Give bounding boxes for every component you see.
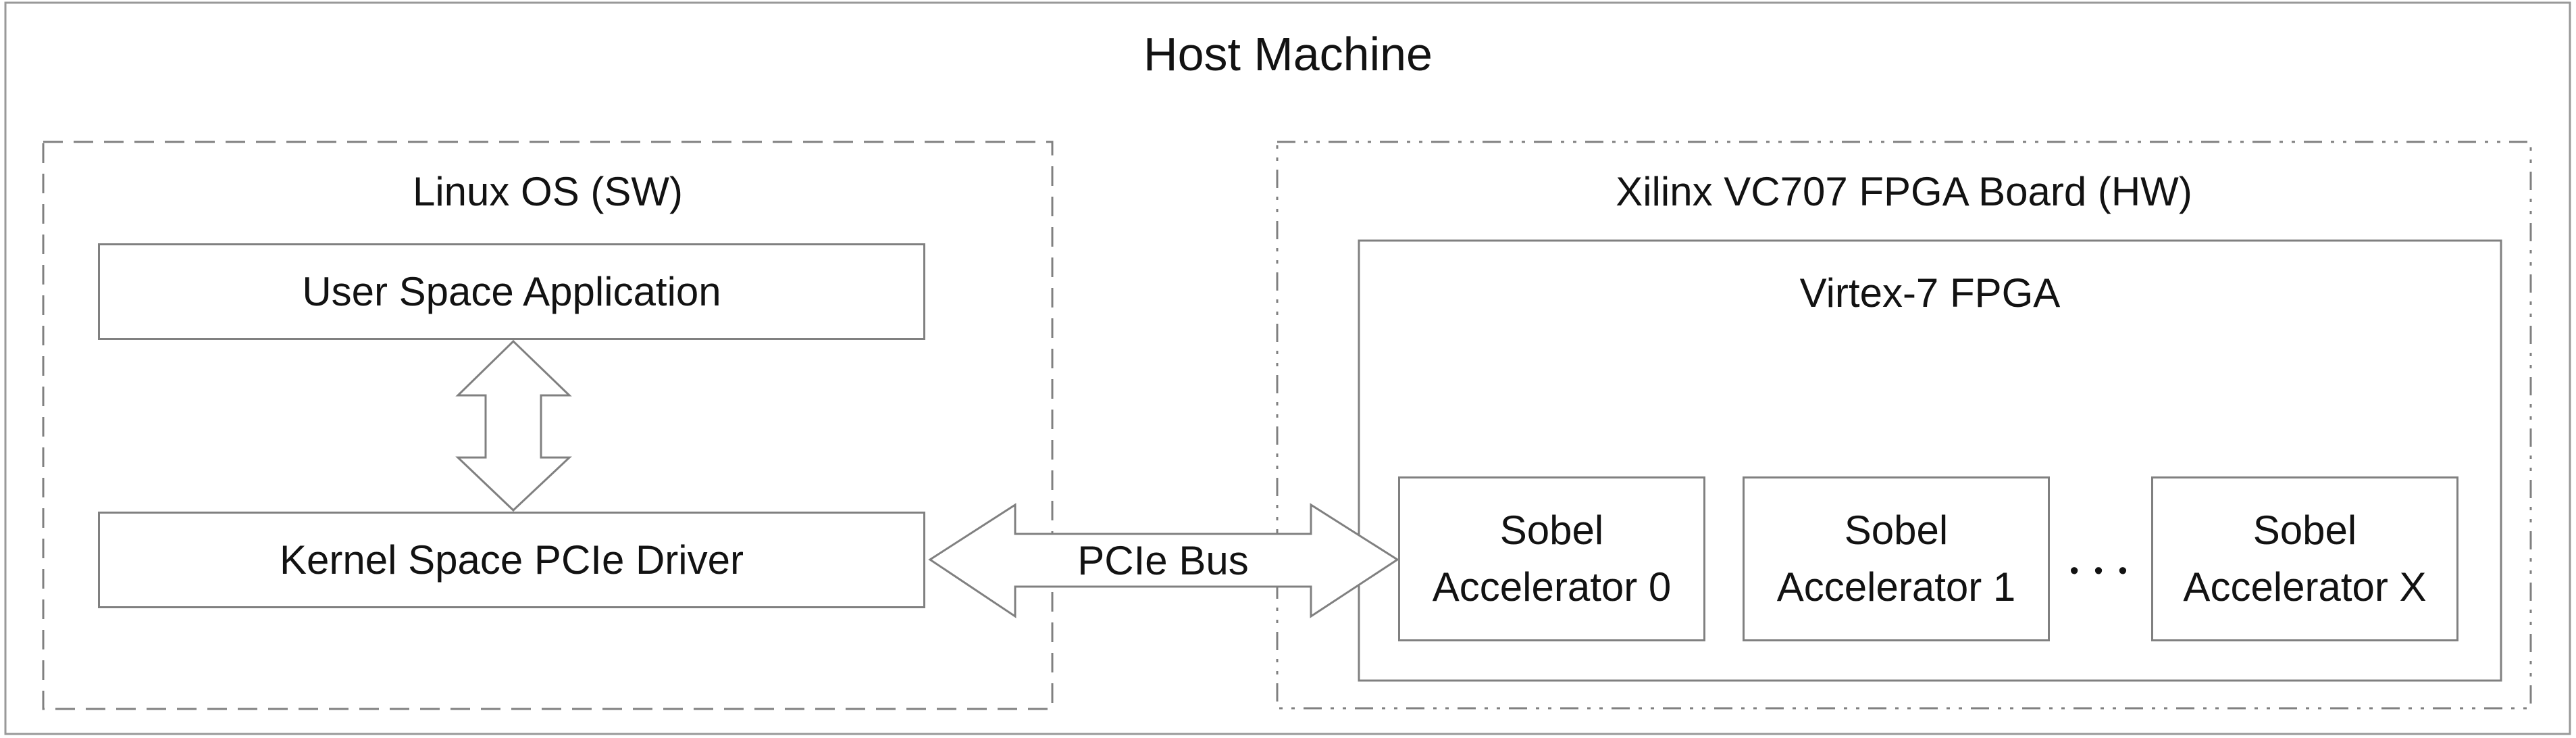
sobel-accelerator-x-line2: Accelerator X [2183, 564, 2427, 610]
host-machine-border [4, 1, 2571, 735]
fpga-board-heading: Xilinx VC707 FPGA Board (HW) [1616, 169, 2192, 214]
linux-os-dashed-border [42, 141, 1054, 710]
sobel-accelerator-0-line1: Sobel [1499, 508, 1604, 553]
sobel-accelerator-1-box: Sobel Accelerator 1 [1743, 476, 2050, 641]
linux-os-heading: Linux OS (SW) [412, 169, 684, 214]
user-space-application-box: User Space Application [98, 243, 925, 340]
user-kernel-double-arrow [455, 339, 572, 512]
sobel-accelerator-0-box: Sobel Accelerator 0 [1398, 476, 1705, 641]
sobel-accelerator-1-line1: Sobel [1844, 508, 1949, 553]
pcie-bus-label: PCIe Bus [1077, 537, 1249, 583]
virtex7-heading: Virtex-7 FPGA [1799, 270, 2061, 316]
sobel-accelerator-x-label: Sobel Accelerator X [2183, 502, 2426, 616]
user-space-application-label: User Space Application [302, 268, 721, 314]
sobel-accelerator-x-box: Sobel Accelerator X [2151, 476, 2458, 641]
sobel-accelerator-1-line2: Accelerator 1 [1776, 564, 2016, 610]
kernel-pcie-driver-label: Kernel Space PCIe Driver [280, 537, 744, 583]
sobel-accelerator-x-line1: Sobel [2252, 508, 2357, 553]
sobel-accelerator-1-label: Sobel Accelerator 1 [1777, 502, 2016, 616]
diagram-title: Host Machine [1143, 28, 1433, 80]
pcie-bus-double-arrow [928, 503, 1399, 618]
fpga-board-dashdot-border [1276, 141, 2532, 710]
accelerator-ellipsis: • • • [2069, 556, 2132, 585]
sobel-accelerator-0-line2: Accelerator 0 [1432, 564, 1672, 610]
sobel-accelerator-0-label: Sobel Accelerator 0 [1433, 502, 1672, 616]
kernel-pcie-driver-box: Kernel Space PCIe Driver [98, 512, 925, 608]
